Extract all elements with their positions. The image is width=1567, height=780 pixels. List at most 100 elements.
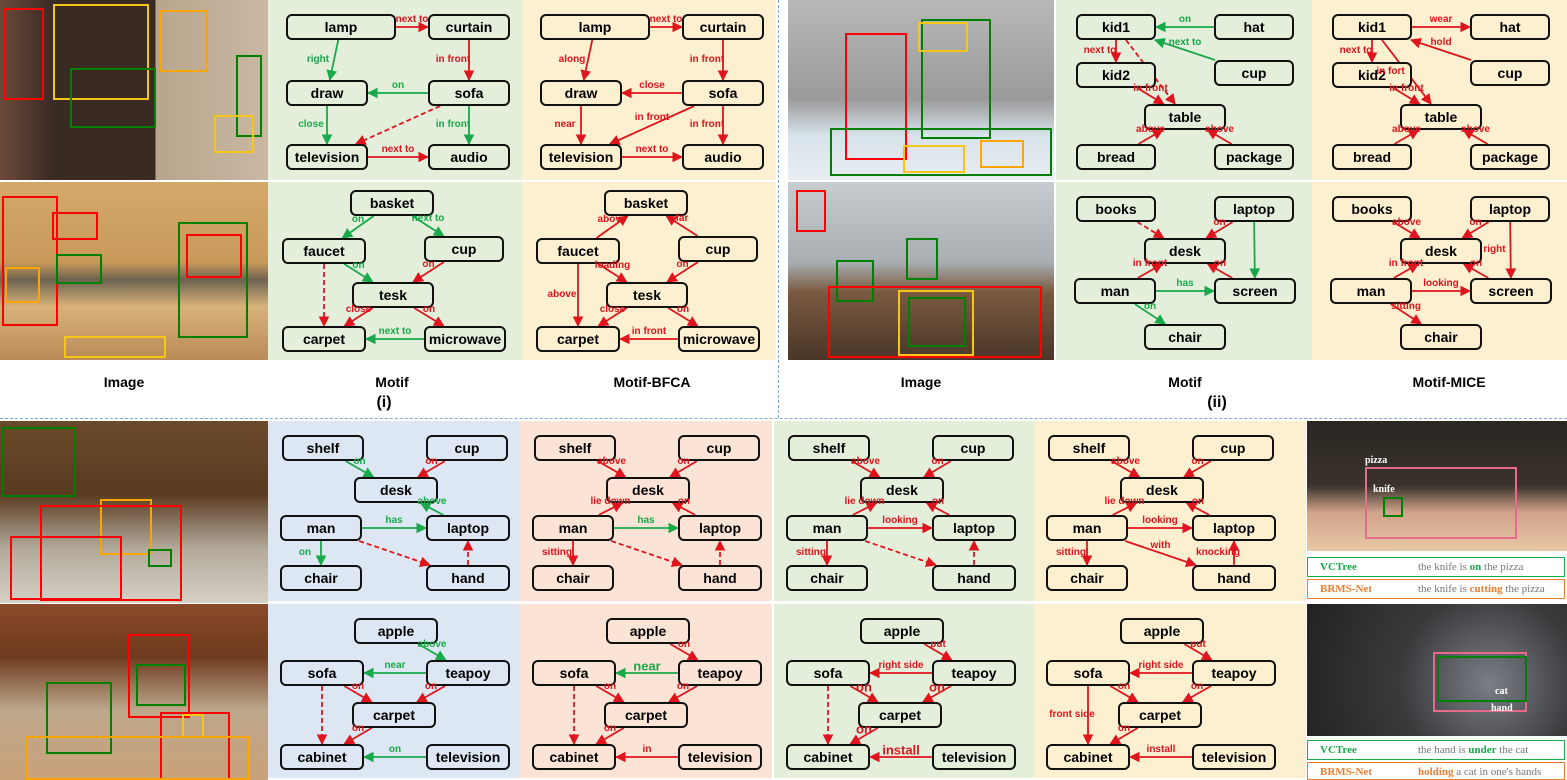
edge-cup-desk (923, 460, 952, 478)
edge-label: next to (649, 14, 683, 25)
photo-office-2 (0, 421, 268, 603)
node-cup: cup (678, 236, 758, 262)
bounding-box (1365, 467, 1517, 539)
edge-man-desk (1393, 263, 1420, 279)
edge-shelf-desk (597, 460, 627, 478)
edge-cup-kid1 (1409, 37, 1472, 61)
node-teapoy: teapoy (678, 660, 762, 686)
node-man: man (1330, 278, 1412, 304)
node-television: television (286, 144, 368, 170)
edge-laptop-desk (1185, 502, 1210, 516)
edge-laptop-screen (1249, 221, 1261, 280)
edge-label: above (1461, 124, 1490, 135)
object-label: pizza (1365, 455, 1388, 466)
edge-label: along (558, 54, 586, 65)
edge-apple-teapoy (669, 643, 699, 661)
node-hand: hand (678, 565, 762, 591)
photo-kids (788, 0, 1054, 180)
edge-apple-teapoy (923, 643, 953, 661)
edge-layer (821, 460, 980, 567)
node-sofa: sofa (280, 660, 364, 686)
node-man: man (786, 515, 868, 541)
bounding-box (908, 297, 966, 347)
edge-label: on (422, 259, 435, 270)
edge-label: next to (1083, 45, 1117, 56)
caption-model: VCTree (1320, 561, 1357, 573)
node-desk: desk (606, 477, 690, 503)
edge-basket-cup (411, 215, 445, 237)
edge-man-hand (1124, 540, 1197, 567)
edge-teapoy-carpet (667, 685, 698, 703)
edge-label: wear (1429, 14, 1453, 25)
bounding-box (26, 736, 250, 780)
edge-carpet-cabinet (595, 727, 625, 745)
node-draw: draw (286, 80, 368, 106)
edge-label: above (1205, 124, 1234, 135)
node-chair: chair (532, 565, 614, 591)
edge-layer (321, 21, 475, 163)
edge-label: sitting (796, 547, 826, 558)
edge-apple-teapoy (1183, 643, 1213, 661)
bounding-box (898, 290, 974, 356)
edge-label: above (1111, 456, 1140, 467)
edge-layer (822, 643, 953, 763)
node-hand: hand (426, 565, 510, 591)
bounding-box (836, 260, 874, 302)
node-laptop: laptop (1214, 196, 1294, 222)
caption-panel-i: (i) (376, 394, 392, 411)
edge-label: has (637, 515, 655, 526)
bounding-box (906, 238, 938, 280)
node-cup: cup (1470, 60, 1550, 86)
node-chair: chair (1400, 324, 1482, 350)
edge-screen-desk (1462, 263, 1489, 279)
edge-label: install (1146, 744, 1176, 755)
node-curtain: curtain (428, 14, 510, 40)
node-microwave: microwave (424, 326, 506, 352)
caption-motif-mice: Motif-MICE (1412, 374, 1486, 390)
edge-label: on (388, 744, 402, 755)
node-man: man (1046, 515, 1128, 541)
bounding-box (980, 140, 1024, 168)
bounding-box (46, 682, 112, 754)
edge-man-hand (610, 540, 683, 567)
edge-label: on (298, 547, 312, 558)
object-label: hand (1491, 703, 1513, 714)
photo-living-room (0, 0, 268, 180)
node-shelf: shelf (282, 435, 364, 461)
node-tesk: tesk (352, 282, 434, 308)
node-cabinet: cabinet (280, 744, 364, 770)
edge-label: above (1392, 217, 1421, 228)
bounding-box (1383, 497, 1403, 517)
predicate-highlight: holding (1418, 766, 1454, 778)
edge-label: right side (1138, 660, 1184, 671)
edge-sofa-carpet (1109, 685, 1139, 703)
edge-man-desk (598, 502, 624, 516)
photo-cabin (0, 604, 268, 780)
node-screen: screen (1214, 278, 1296, 304)
edge-label: on (1190, 681, 1204, 692)
bounding-box (128, 634, 190, 718)
node-sofa: sofa (532, 660, 616, 686)
node-screen: screen (1470, 278, 1552, 304)
edge-label: next to (395, 14, 429, 25)
edge-label: looking (882, 515, 918, 526)
node-chair: chair (1144, 324, 1226, 350)
caption-image: Image (103, 374, 145, 390)
edge-man-desk (1112, 502, 1138, 516)
node-package: package (1214, 144, 1294, 170)
bounding-box (148, 549, 172, 567)
edge-laptop-desk (671, 502, 696, 516)
node-television: television (426, 744, 510, 770)
edge-label: on (391, 80, 405, 91)
edge-label: with (1150, 540, 1171, 551)
predicate-highlight: cutting (1469, 583, 1503, 595)
edge-label: close (599, 304, 626, 315)
node-chair: chair (1046, 565, 1128, 591)
node-carpet: carpet (858, 702, 942, 728)
caption-motif: Motif (1168, 374, 1202, 390)
edge-laptop-desk (419, 502, 444, 516)
